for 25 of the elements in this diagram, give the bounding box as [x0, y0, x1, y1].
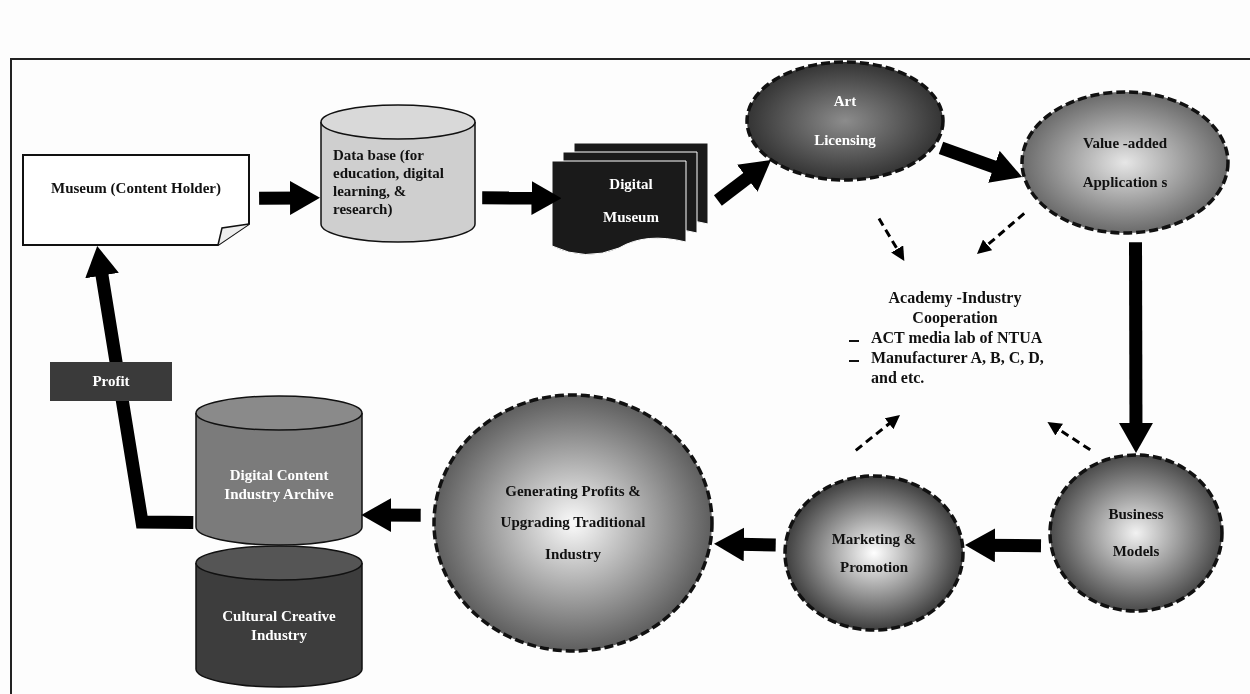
block-arrow	[1118, 242, 1153, 453]
bullet-text: ACT media lab of NTUA	[871, 328, 1043, 348]
block-arrow	[482, 181, 562, 215]
dashed-arrow	[854, 415, 901, 452]
dashed-arrow	[877, 217, 905, 262]
node-label: Generating Profits & Upgrading Traditional Industry	[499, 481, 647, 564]
block-arrow	[965, 528, 1042, 563]
node-label: Art Licensing	[813, 92, 877, 150]
node-label: Cultural Creative Industry	[221, 607, 337, 645]
node-label: Digital Museum	[602, 174, 660, 227]
node-label: Marketing & Promotion	[830, 529, 918, 577]
node-label: Value -added Application s	[1081, 133, 1169, 192]
node-label: Museum (Content Holder)	[51, 178, 221, 198]
dashed-arrow	[976, 212, 1026, 254]
heading-text: Academy -Industry Cooperation	[887, 288, 1023, 328]
bullet-text: Manufacturer A, B, C, D, and etc.	[871, 348, 1045, 388]
node-label: Business Models	[1107, 504, 1165, 561]
block-arrow	[361, 498, 421, 533]
block-arrow	[259, 181, 320, 215]
node-label: Data base (for education, digital learning, & research)	[333, 146, 445, 218]
edge-label: Profit	[50, 362, 172, 401]
block-arrow	[938, 141, 1023, 183]
block-arrow	[714, 527, 776, 562]
node-label: Digital Content Industry Archive	[223, 466, 335, 504]
dashed-arrow	[1047, 422, 1091, 452]
